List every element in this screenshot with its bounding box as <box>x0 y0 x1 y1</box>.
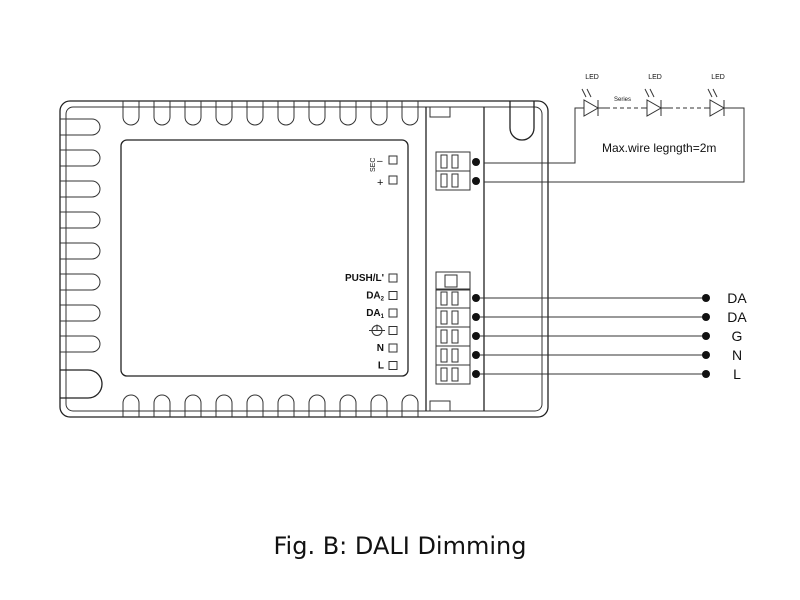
fin <box>401 394 419 417</box>
terminal-square <box>388 361 398 370</box>
fin <box>215 394 233 417</box>
led-icon: LED <box>704 74 732 117</box>
fin <box>246 394 264 417</box>
led-label: LED <box>585 74 599 81</box>
fin <box>122 394 140 417</box>
fin <box>60 335 101 353</box>
fin <box>308 101 326 126</box>
max-wire-length-label: Max.wire legngth=2m <box>602 141 716 155</box>
terminal-slot <box>435 364 471 385</box>
output-connections: DA DA GNL <box>480 290 747 382</box>
connection-dot <box>702 332 710 340</box>
fin <box>60 180 101 198</box>
output-connection-label: G <box>732 328 743 344</box>
fin <box>339 101 357 126</box>
housing-fins-left <box>60 118 101 353</box>
terminal-square <box>388 326 398 335</box>
led-icon: LED <box>641 74 704 117</box>
output-connection-label: L <box>733 366 741 382</box>
terminal-dot <box>472 158 480 166</box>
fin <box>184 101 202 126</box>
terminal-square <box>388 273 398 283</box>
fin <box>60 118 101 136</box>
series-label: Series <box>614 97 631 103</box>
sec-label: SEC <box>370 158 377 172</box>
terminal-dot <box>472 177 480 185</box>
figure-caption: Fig. B: DALI Dimming <box>273 532 527 560</box>
ground-icon <box>369 324 385 336</box>
housing-fins-bottom <box>122 394 419 417</box>
led-label: LED <box>648 74 662 81</box>
terminal-square <box>388 308 398 318</box>
fin <box>122 101 140 126</box>
fin <box>277 394 295 417</box>
led-wiring <box>484 107 745 183</box>
sec-plus-label: + <box>377 177 383 189</box>
terminal-dot <box>472 332 480 340</box>
fin <box>277 101 295 126</box>
main-terminal-block <box>435 271 480 385</box>
fin <box>153 101 171 126</box>
terminal-square <box>388 343 398 353</box>
driver-housing <box>59 100 549 418</box>
connection-dot <box>702 294 710 302</box>
fin <box>184 394 202 417</box>
fin <box>60 149 101 167</box>
fin <box>308 394 326 417</box>
led-icon: LED <box>578 74 641 117</box>
fin <box>215 101 233 126</box>
terminal-dot <box>472 351 480 359</box>
terminal-dot <box>472 294 480 302</box>
sec-minus-label: – <box>377 156 383 167</box>
input-terminal-label: L <box>378 361 384 372</box>
fin <box>60 242 101 260</box>
connection-dot <box>702 370 710 378</box>
connection-dot <box>702 351 710 359</box>
input-terminal-label: PUSH/L' <box>345 273 384 284</box>
fin <box>370 394 388 417</box>
housing-fins-top <box>122 101 419 126</box>
fin <box>60 304 101 322</box>
fin <box>370 101 388 126</box>
fin <box>153 394 171 417</box>
secondary-terminal-labels: SEC – + <box>370 155 398 189</box>
terminal-slot <box>435 170 471 191</box>
fin <box>60 273 101 291</box>
fin <box>339 394 357 417</box>
label-panel <box>120 139 409 377</box>
output-connection-label: DA <box>727 290 747 306</box>
terminal-square <box>388 291 398 300</box>
input-terminal-label: DA1 <box>366 308 384 320</box>
fin <box>401 101 419 126</box>
led-series-string: LED LED LED <box>578 74 732 117</box>
output-connection-label: DA <box>727 309 747 325</box>
secondary-terminal-block <box>435 151 480 191</box>
connection-dot <box>702 313 710 321</box>
led-label: LED <box>711 74 725 81</box>
fin <box>60 211 101 229</box>
input-terminal-label: DA2 <box>366 291 384 303</box>
terminal-dot <box>472 370 480 378</box>
input-terminal-label: N <box>377 343 384 354</box>
fin <box>246 101 264 126</box>
terminal-dot <box>472 313 480 321</box>
output-connection-label: N <box>732 347 742 363</box>
